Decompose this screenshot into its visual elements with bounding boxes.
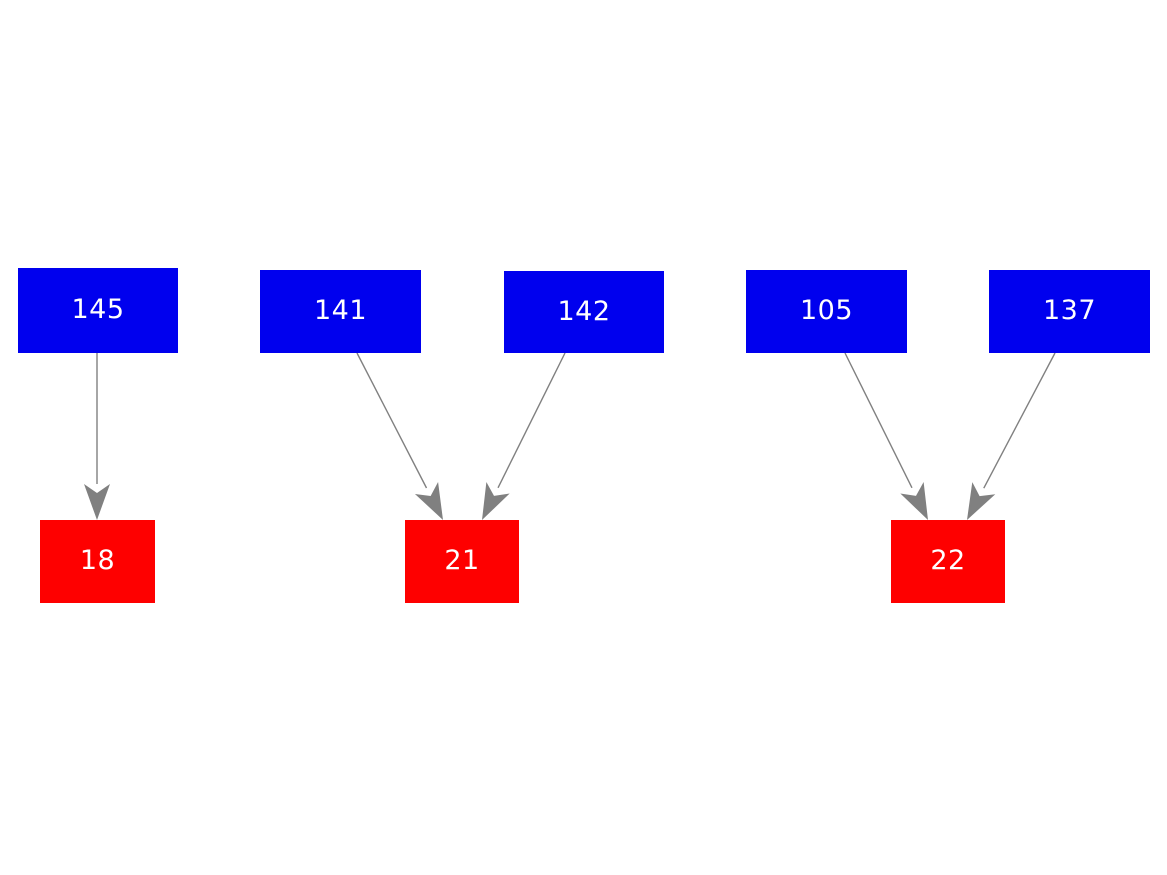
node-label-21: 21 (444, 545, 480, 576)
graph-edge-arrowhead-icon (967, 482, 996, 520)
graph-node-105[interactable]: 105 (746, 270, 907, 353)
node-label-142: 142 (557, 295, 611, 327)
node-label-137: 137 (1042, 295, 1097, 326)
graph-node-145[interactable]: 145 (18, 268, 178, 353)
graph-node-137[interactable]: 137 (989, 270, 1150, 353)
graph-node-22[interactable]: 22 (891, 520, 1005, 603)
graph-edge-line (844, 352, 913, 489)
graph-edge-line (356, 352, 428, 489)
graph-edge-arrowhead-icon (482, 481, 510, 520)
graph-edge-arrowhead-icon (414, 482, 443, 520)
graph-node-21[interactable]: 21 (405, 520, 519, 603)
graph-edge-arrowhead-icon (900, 481, 928, 520)
node-label-22: 22 (930, 545, 966, 576)
graph-node-142[interactable]: 142 (504, 271, 664, 353)
node-label-141: 141 (313, 295, 368, 326)
graph-edge-line (983, 352, 1056, 489)
node-label-18: 18 (79, 545, 116, 576)
node-label-105: 105 (799, 295, 854, 326)
graph-node-141[interactable]: 141 (260, 270, 421, 353)
graph-edge-line (497, 352, 566, 489)
graph-node-18[interactable]: 18 (40, 520, 155, 603)
node-label-145: 145 (71, 294, 125, 325)
graph-edge-arrowhead-icon (84, 484, 110, 520)
